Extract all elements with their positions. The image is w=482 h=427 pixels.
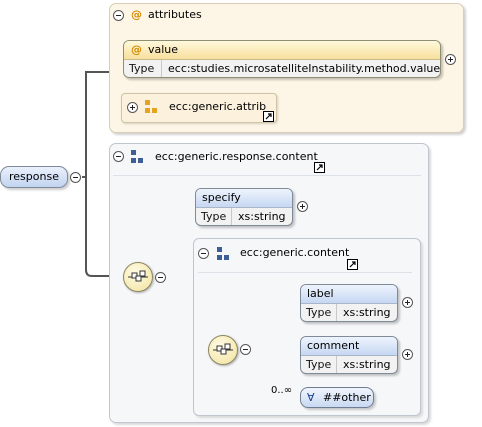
attribute-at-icon: @ bbox=[131, 43, 142, 56]
attribute-value-box[interactable]: @ value Type ecc:studies.microsatelliteI… bbox=[123, 40, 441, 78]
go-to-definition-icon[interactable] bbox=[263, 111, 274, 122]
root-element-response[interactable]: response bbox=[0, 166, 68, 188]
attribute-expand-toggle[interactable] bbox=[445, 54, 456, 65]
attribute-group-ref-name: ecc:generic.attrib bbox=[169, 100, 267, 113]
sequence-compositor-icon[interactable] bbox=[123, 262, 153, 292]
sequence-compositor-icon[interactable] bbox=[208, 335, 238, 365]
sequence-collapse-toggle[interactable] bbox=[155, 272, 166, 283]
attribute-group-icon bbox=[145, 100, 157, 113]
element-type-label: Type bbox=[201, 210, 227, 223]
inner-sequence-collapse-toggle[interactable] bbox=[240, 344, 251, 355]
inner-group-collapse-toggle[interactable] bbox=[198, 248, 209, 259]
inner-group-name: ecc:generic.content bbox=[240, 246, 350, 259]
attribute-name: value bbox=[148, 43, 179, 56]
element-comment-box[interactable]: comment Type xs:string bbox=[300, 336, 398, 374]
any-icon: ∀ bbox=[307, 391, 315, 404]
element-name: label bbox=[307, 287, 334, 300]
element-label-box[interactable]: label Type xs:string bbox=[300, 284, 398, 322]
element-type-value: xs:string bbox=[238, 210, 286, 223]
attribute-type-value: ecc:studies.microsatelliteInstability.me… bbox=[168, 62, 441, 75]
attribute-at-icon: @ bbox=[131, 8, 142, 21]
root-element-name: response bbox=[9, 170, 59, 183]
attribute-group-expand-toggle[interactable] bbox=[127, 102, 138, 113]
group-icon bbox=[131, 150, 143, 163]
inner-content-group bbox=[193, 238, 421, 416]
any-occurrence: 0..∞ bbox=[271, 385, 293, 396]
specify-expand-toggle[interactable] bbox=[297, 201, 308, 212]
go-to-definition-icon[interactable] bbox=[347, 259, 358, 270]
element-type-value: xs:string bbox=[343, 306, 391, 319]
label-expand-toggle[interactable] bbox=[402, 297, 413, 308]
element-name: specify bbox=[202, 191, 241, 204]
element-name: comment bbox=[307, 339, 360, 352]
go-to-definition-icon[interactable] bbox=[314, 162, 325, 173]
content-group-name: ecc:generic.response.content bbox=[155, 150, 318, 163]
attributes-title: attributes bbox=[148, 8, 202, 21]
element-specify-box[interactable]: specify Type xs:string bbox=[195, 188, 293, 226]
content-group-collapse-toggle[interactable] bbox=[113, 151, 124, 162]
any-name: ##other bbox=[323, 391, 371, 404]
comment-expand-toggle[interactable] bbox=[402, 349, 413, 360]
element-type-label: Type bbox=[306, 358, 332, 371]
root-collapse-toggle[interactable] bbox=[70, 172, 81, 183]
group-icon bbox=[217, 247, 229, 260]
attribute-group-ref-box[interactable]: ecc:generic.attrib bbox=[121, 93, 277, 123]
attribute-type-label: Type bbox=[129, 62, 155, 75]
any-other-element[interactable]: ∀ ##other bbox=[300, 387, 374, 408]
attributes-collapse-toggle[interactable] bbox=[113, 10, 124, 21]
element-type-label: Type bbox=[306, 306, 332, 319]
element-type-value: xs:string bbox=[343, 358, 391, 371]
